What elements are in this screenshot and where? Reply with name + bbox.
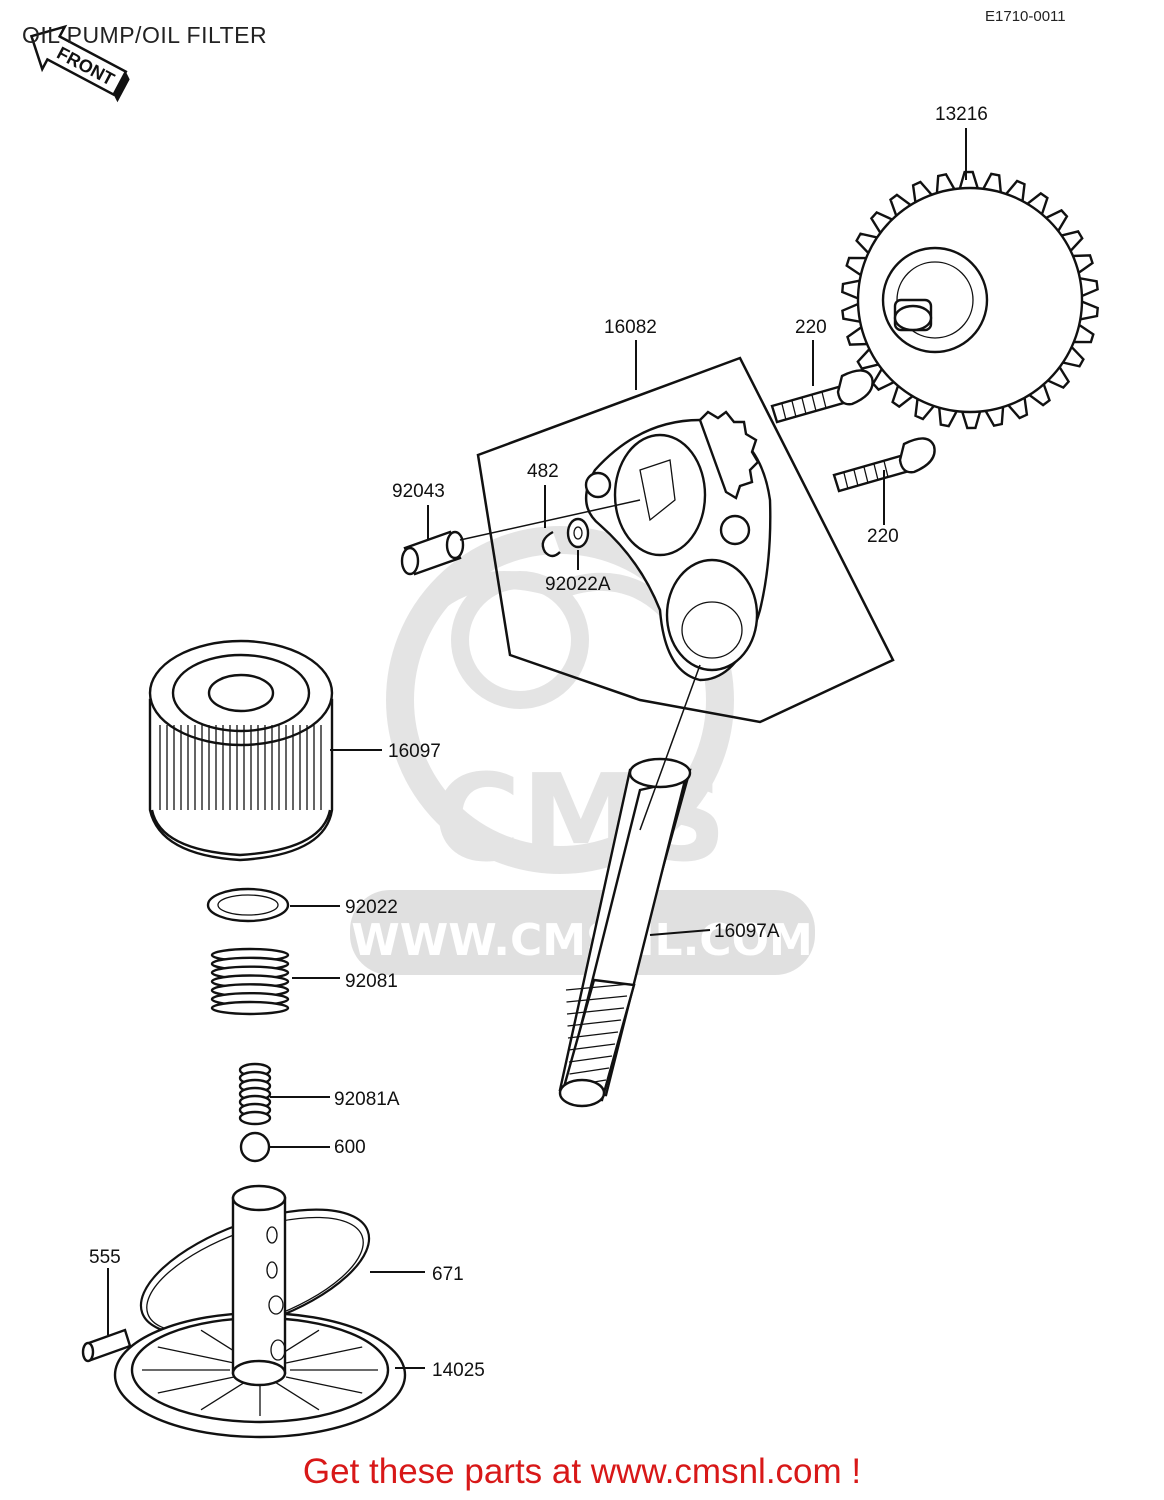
page-title: OIL PUMP/OIL FILTER — [22, 22, 268, 48]
label-92022A: 92022A — [545, 574, 611, 595]
pin-555 — [81, 1328, 132, 1363]
leader-lines — [107, 128, 967, 1369]
label-92081A: 92081A — [334, 1089, 400, 1110]
washer-92022A — [566, 517, 590, 549]
label-671: 671 — [432, 1264, 464, 1285]
label-555: 555 — [89, 1247, 121, 1268]
gear-13216 — [841, 170, 1099, 430]
label-92081: 92081 — [345, 971, 398, 992]
label-16082: 16082 — [604, 317, 657, 338]
label-16097: 16097 — [388, 741, 441, 762]
watermark-url: WWW.CMSNL.COM — [351, 915, 813, 966]
oil-pump-assembly-frame — [476, 356, 895, 724]
label-220-top: 220 — [795, 317, 827, 338]
label-14025: 14025 — [432, 1360, 485, 1381]
oil-strainer-16097A — [558, 757, 692, 1108]
bolt-220-top — [770, 369, 874, 424]
label-13216: 13216 — [935, 104, 988, 125]
label-16097A: 16097A — [714, 921, 780, 942]
ball-600 — [239, 1131, 271, 1163]
spring-92081A — [238, 1062, 272, 1126]
part-labels: 13216 16082 220 220 92043 482 92022A 160… — [89, 104, 988, 1381]
bolt-220-bottom — [832, 437, 936, 493]
footer-link-text[interactable]: Get these parts at www.cmsnl.com ! — [302, 1452, 862, 1491]
filter-cover-14025 — [113, 1184, 407, 1439]
oil-pump-body — [584, 410, 772, 682]
dowel-pin-92043 — [400, 530, 465, 576]
label-482: 482 — [527, 461, 559, 482]
label-600: 600 — [334, 1137, 366, 1158]
spring-92081 — [210, 947, 290, 1016]
label-220-bottom: 220 — [867, 526, 899, 547]
oil-filter-16097 — [148, 639, 334, 862]
label-92022: 92022 — [345, 897, 398, 918]
label-92043: 92043 — [392, 481, 445, 502]
cms-watermark: CMS WWW.CMSNL.COM — [350, 526, 815, 975]
circlip-482 — [541, 530, 561, 558]
o-ring-92022 — [206, 887, 290, 923]
diagram-code: E1710-0011 — [985, 8, 1066, 25]
